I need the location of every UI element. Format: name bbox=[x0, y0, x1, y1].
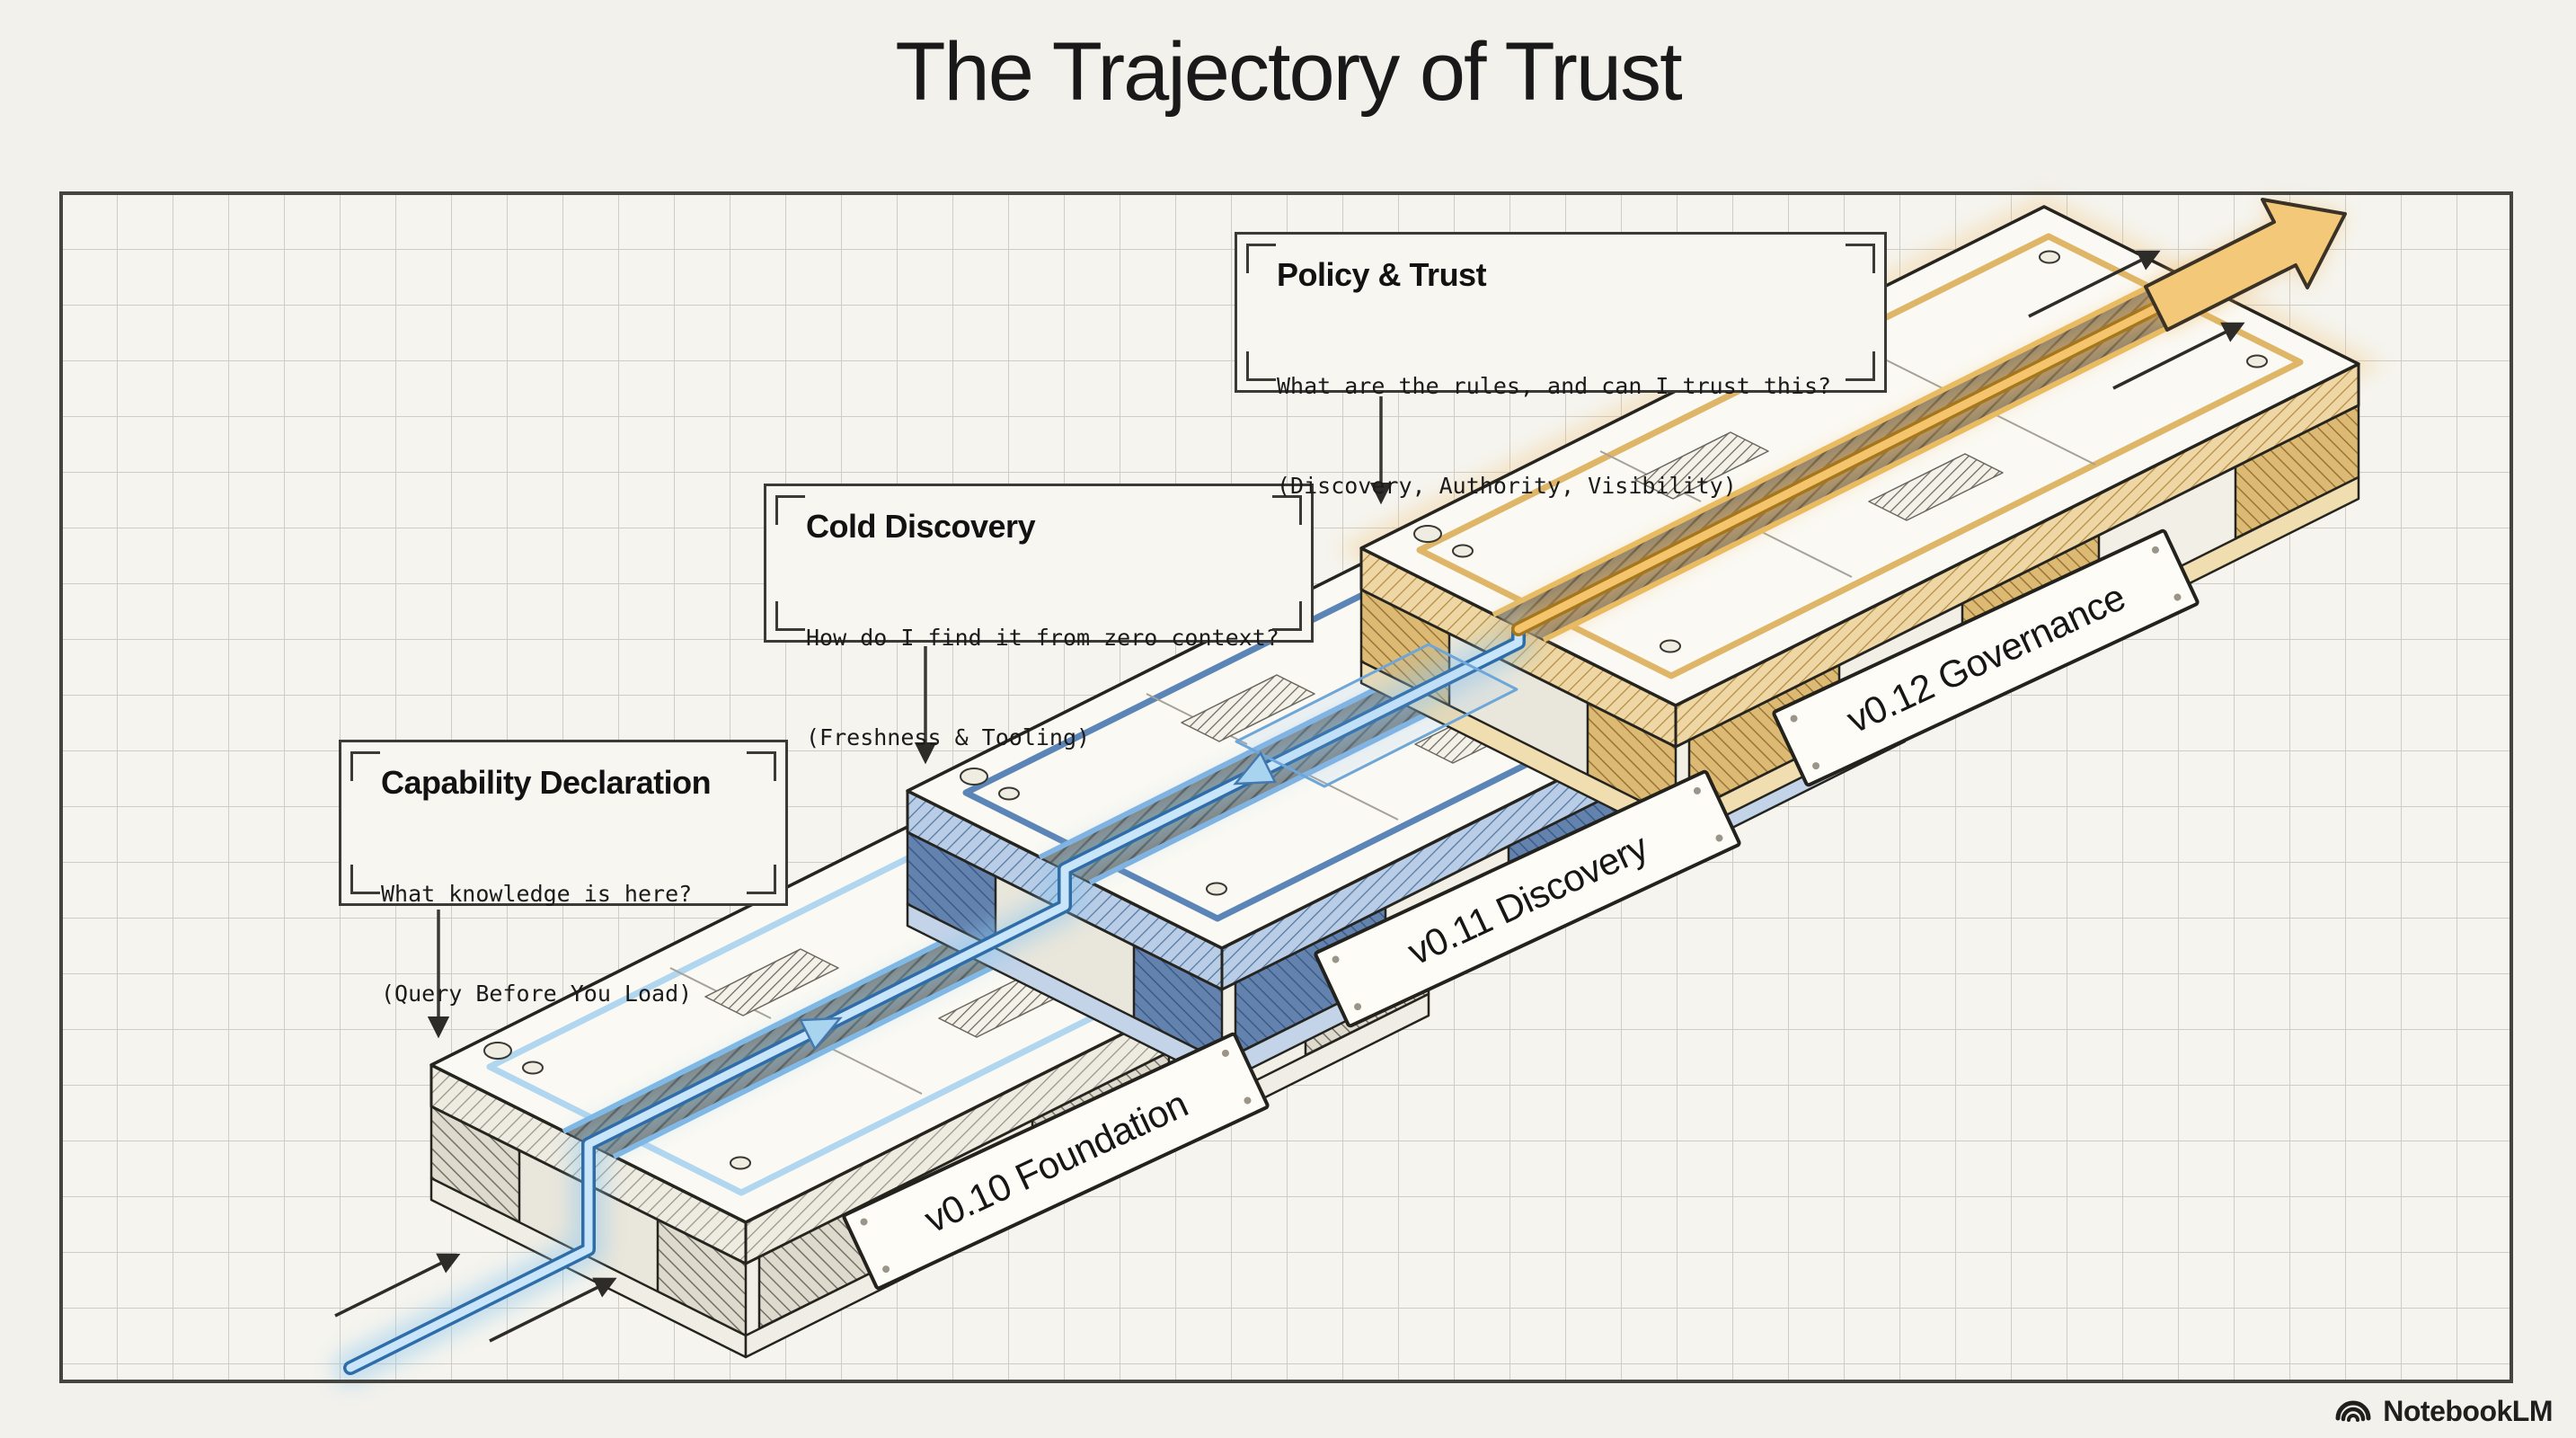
query-loop bbox=[1235, 643, 1518, 788]
trust-pipeline bbox=[332, 265, 2224, 1386]
outbound-arrow-lower-icon bbox=[2112, 322, 2245, 390]
callout-title: Cold Discovery bbox=[806, 508, 1036, 545]
callout-line: How do I find it from zero context? bbox=[806, 625, 1279, 651]
callout-capability-declaration: Capability Declaration What knowledge is… bbox=[339, 740, 788, 1007]
inbound-arrow-upper-icon bbox=[334, 1253, 461, 1318]
bracket-icon bbox=[1272, 601, 1302, 631]
flow-chevron-back-icon bbox=[1233, 750, 1277, 786]
outbound-arrow-upper-icon bbox=[2028, 250, 2161, 318]
callout-line: What are the rules, and can I trust this… bbox=[1277, 373, 1832, 399]
notebooklm-logo-icon bbox=[2335, 1400, 2371, 1422]
callout-title: Capability Declaration bbox=[381, 764, 712, 801]
bracket-icon bbox=[350, 865, 380, 894]
callout-connectors bbox=[427, 396, 1393, 1039]
callout-line: (Freshness & Tooling) bbox=[806, 724, 1091, 750]
outbound-arrow-icon bbox=[2144, 198, 2347, 332]
flow-chevron-up-icon bbox=[799, 1016, 843, 1052]
bracket-icon bbox=[1846, 244, 1875, 273]
flow-pipe-blue bbox=[346, 625, 1523, 1372]
callout-title: Policy & Trust bbox=[1277, 256, 1487, 293]
bracket-icon bbox=[775, 601, 805, 631]
callout-cold-discovery: Cold Discovery How do I find it from zer… bbox=[764, 484, 1314, 750]
page-title: The Trajectory of Trust bbox=[895, 26, 1682, 118]
inbound-arrow-lower-icon bbox=[489, 1277, 617, 1343]
sketch-arrows bbox=[334, 250, 2245, 1343]
callout-line: (Discovery, Authority, Visibility) bbox=[1277, 473, 1737, 499]
bracket-icon bbox=[1246, 244, 1276, 273]
flow-pipe-orange bbox=[1514, 279, 2210, 634]
bracket-icon bbox=[1846, 351, 1875, 381]
watermark: NotebookLM bbox=[2333, 1391, 2553, 1431]
bracket-icon bbox=[775, 495, 805, 525]
bracket-icon bbox=[747, 751, 776, 781]
diagram-frame bbox=[59, 191, 2513, 1383]
bracket-icon bbox=[1246, 351, 1276, 381]
bracket-icon bbox=[350, 751, 380, 781]
callout-policy-trust: Policy & Trust What are the rules, and c… bbox=[1235, 232, 1887, 499]
callout-line: What knowledge is here? bbox=[381, 881, 693, 907]
callout-line: (Query Before You Load) bbox=[381, 981, 693, 1007]
bracket-icon bbox=[747, 865, 776, 894]
bracket-icon bbox=[1272, 495, 1302, 525]
watermark-brand: NotebookLM bbox=[2383, 1394, 2553, 1427]
